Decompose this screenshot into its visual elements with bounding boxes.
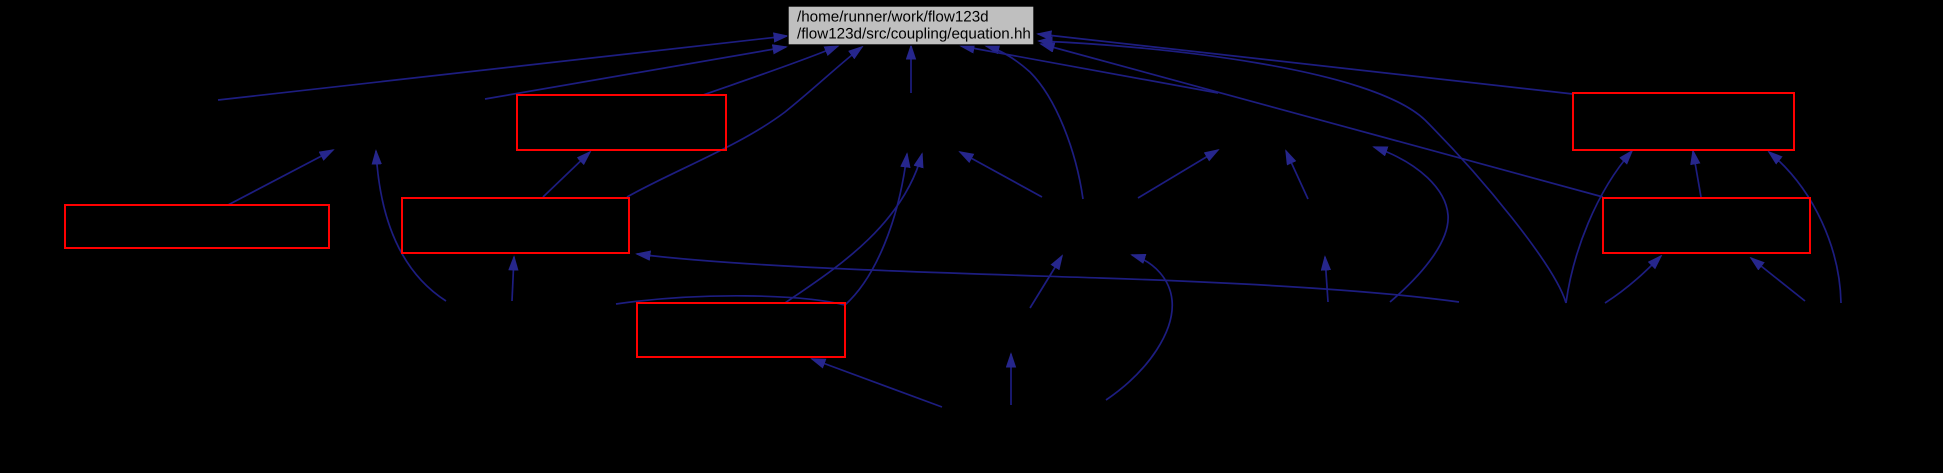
svg-text:/flow123d/src/coupling/equatio: /flow123d/src/coupling/equation.hh: [797, 25, 1031, 42]
svg-text:/home/runner/work/flow123d: /home/runner/work/flow123d: [797, 8, 989, 25]
